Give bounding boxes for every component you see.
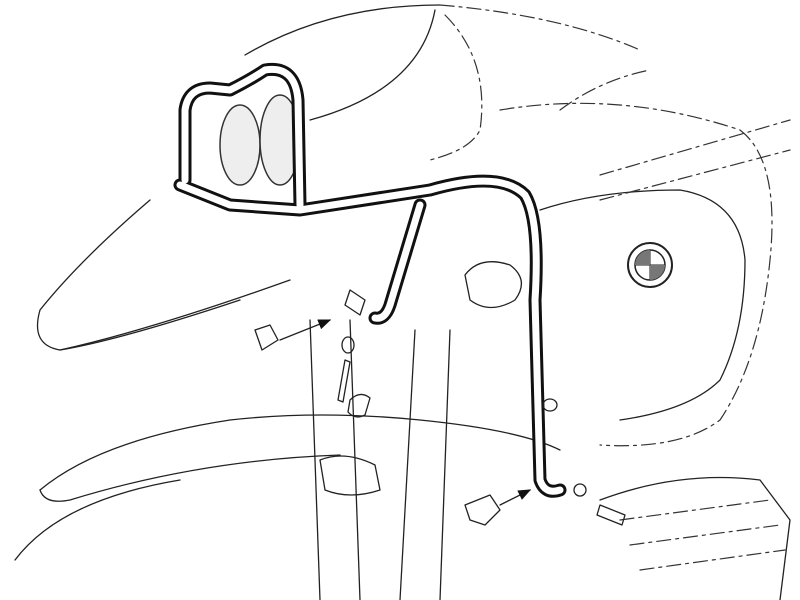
rubber-bushing — [254, 324, 279, 351]
fairing — [36, 4, 641, 351]
arrow — [279, 319, 332, 341]
washer — [573, 483, 587, 497]
fuel-tank — [499, 69, 791, 447]
turn-indicator — [464, 261, 522, 309]
mounting-hardware — [254, 289, 626, 526]
front-fender — [14, 414, 561, 561]
engine-cylinder — [599, 476, 791, 600]
bolt — [337, 359, 351, 403]
bmw-logo — [627, 242, 673, 288]
mount-bracket — [344, 289, 366, 316]
nut — [347, 393, 371, 418]
headlights — [219, 94, 301, 186]
arrow — [499, 489, 532, 506]
washer — [341, 336, 355, 354]
frame-mount — [542, 398, 558, 412]
crash-bar — [173, 62, 567, 498]
clamp-bracket — [464, 494, 501, 526]
front-fork — [309, 319, 451, 600]
bolt — [596, 504, 626, 526]
